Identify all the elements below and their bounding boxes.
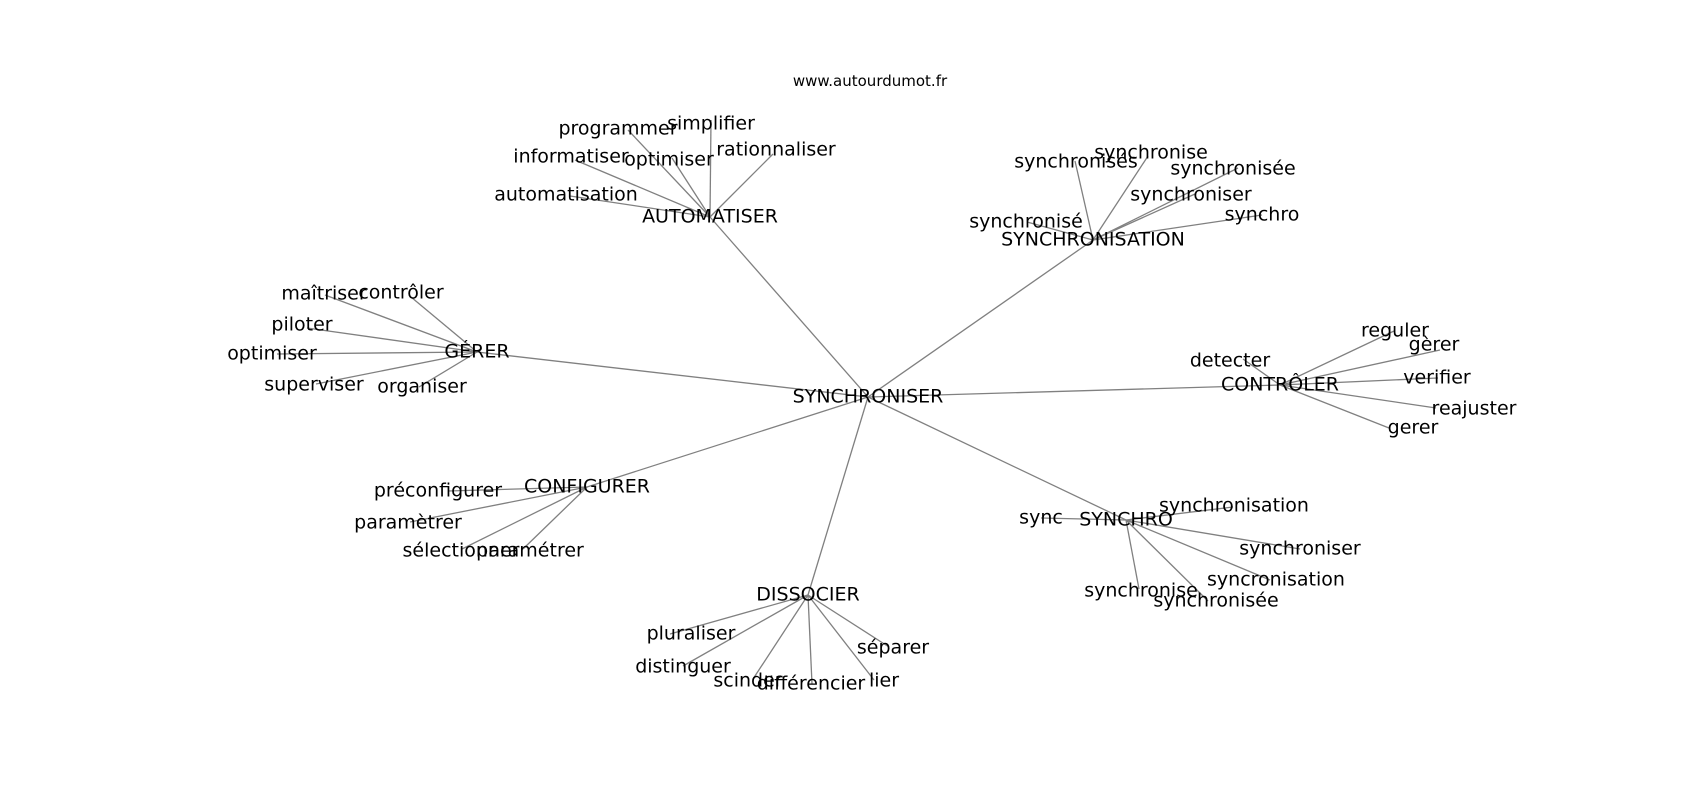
edge-hub-word (1279, 349, 1441, 386)
hub-node-label: DISSOCIER (756, 584, 859, 606)
edge-hub-word (682, 594, 809, 667)
word-node-label: synchronisée (1170, 158, 1295, 180)
edge-hub-word (1092, 214, 1263, 241)
labels-layer: SYNCHRONISER AUTOMATISER programmersimplif… (227, 113, 1516, 695)
word-node-label: synchronisée (1153, 590, 1278, 612)
edge-hub-word (447, 486, 588, 492)
edges-layer (276, 119, 1441, 685)
source-label: www.autourdumot.fr (792, 72, 948, 90)
edge-hub-word (315, 351, 478, 385)
word-node-label: différencier (757, 673, 866, 695)
word-node-label: synchronisé (969, 211, 1083, 233)
word-node-label: scinder (713, 670, 782, 692)
edge-hub-word (522, 486, 588, 550)
word-node-label: reajuster (1432, 398, 1517, 420)
edge-hub-word (409, 486, 588, 523)
hub-node-label: SYNCHRONISATION (1001, 229, 1185, 251)
word-node-label: synchronisés (1014, 151, 1138, 173)
edge-hub-word (671, 157, 711, 218)
edge-hub-word (1092, 155, 1149, 241)
edge-hub-word (1125, 506, 1234, 521)
word-node-label: sélectionner (403, 540, 520, 562)
edge-center-hub (867, 396, 1127, 521)
word-node-label: simplifier (667, 113, 755, 135)
word-node-label: syncronisation (1207, 569, 1345, 591)
center-node-label: SYNCHRONISER (793, 386, 944, 408)
edge-hub-word (276, 351, 478, 355)
edge-hub-word (627, 129, 711, 218)
edge-hub-word (1242, 358, 1281, 386)
hub-node-label: CONTRÔLER (1221, 372, 1339, 396)
word-node-label: séparer (857, 637, 929, 659)
word-node-label: contrôler (358, 282, 444, 304)
edge-center-hub (867, 384, 1281, 398)
word-node-label: synchronisation (1159, 495, 1309, 517)
hub-node-label: AUTOMATISER (642, 206, 778, 228)
word-node-label: pluraliser (647, 623, 736, 645)
edge-hub-word (807, 594, 875, 681)
word-node-label: optimiser (227, 343, 317, 365)
edge-hub-word (418, 351, 478, 388)
edge-hub-word (709, 119, 712, 218)
word-node-label: verifier (1403, 367, 1471, 389)
word-node-label: paramètrer (354, 512, 462, 534)
edge-hub-word (807, 594, 813, 685)
edge-hub-word (1125, 519, 1271, 581)
edge-hub-word (306, 327, 478, 353)
word-node-label: synchronise (1094, 142, 1208, 164)
edge-hub-word (1125, 519, 1140, 590)
edge-center-hub (586, 396, 869, 488)
word-node-label: programmer (558, 118, 677, 140)
word-node-label: reguler (1361, 320, 1429, 342)
word-node-label: distinguer (635, 656, 731, 678)
word-node-label: organiser (377, 376, 467, 398)
edge-hub-word (574, 159, 711, 218)
word-node-label: superviser (264, 374, 364, 396)
edge-hub-word (752, 594, 809, 680)
edge-hub-word (1125, 519, 1301, 550)
edge-hub-word (709, 153, 774, 218)
word-node-label: paramétrer (476, 540, 584, 562)
edge-hub-word (410, 296, 478, 353)
word-node-label: maîtriser (281, 283, 367, 305)
word-node-label: gerer (1388, 417, 1439, 439)
word-node-label: sync (1019, 507, 1063, 529)
edge-center-hub (807, 396, 869, 596)
edge-hub-word (324, 294, 478, 353)
hub-node-label: SYNCHRO (1079, 509, 1173, 531)
word-node-label: rationnaliser (716, 139, 836, 161)
edge-center-hub (476, 351, 869, 398)
edge-hub-word (1026, 221, 1094, 241)
edge-hub-word (569, 195, 711, 218)
edge-hub-word (1279, 377, 1439, 386)
hub-node-label: CONFIGURER (524, 476, 650, 498)
edge-center-hub (709, 216, 869, 398)
word-node-label: detecter (1190, 350, 1270, 372)
edge-hub-word (1040, 517, 1127, 521)
word-node-label: synchroniser (1239, 538, 1361, 560)
word-node-label: lier (869, 670, 899, 692)
edge-hub-word (1125, 519, 1209, 602)
word-node-label: synchro (1225, 204, 1300, 226)
edge-hub-word (461, 486, 588, 550)
word-node-label: gèrer (1409, 334, 1460, 356)
word-node-label: synchroniser (1130, 184, 1252, 206)
edge-hub-word (1279, 384, 1437, 409)
edge-hub-word (669, 594, 809, 635)
edge-hub-word (1092, 167, 1239, 241)
edge-hub-word (1279, 330, 1395, 386)
word-node-label: piloter (271, 314, 332, 336)
word-node-label: préconfigurer (374, 480, 502, 502)
edge-center-hub (867, 239, 1094, 398)
word-node-label: optimiser (624, 149, 714, 171)
edge-hub-word (1279, 384, 1390, 429)
word-node-label: automatisation (494, 184, 638, 206)
word-node-label: informatiser (513, 146, 629, 168)
edge-hub-word (1092, 193, 1196, 241)
hub-node-label: GÉRER (444, 340, 509, 363)
edge-hub-word (807, 594, 890, 648)
edge-hub-word (1074, 160, 1094, 241)
word-node-label: synchronise (1084, 580, 1198, 602)
